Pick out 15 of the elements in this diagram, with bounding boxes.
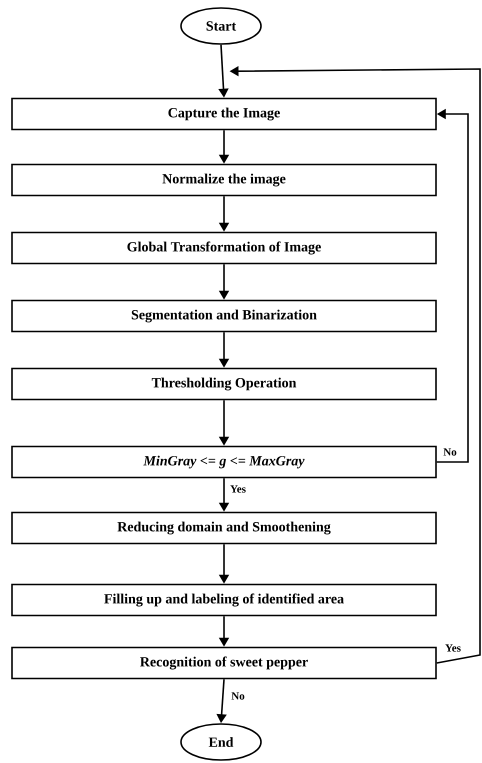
process-box: Segmentation and Binarization	[11, 300, 437, 332]
process-box: Filling up and labeling of identified area	[11, 584, 437, 616]
process-box: Normalize the image	[11, 164, 437, 196]
edge-label: Yes	[230, 485, 246, 493]
process-box: Capture the Image	[11, 98, 437, 130]
terminal-oval: End	[180, 723, 262, 761]
process-box: MinGray <= g <= MaxGray	[11, 446, 437, 478]
process-box: Global Transformation of Image	[11, 232, 437, 264]
edge-label: No	[443, 448, 456, 456]
process-box: Recognition of sweet pepper	[11, 646, 437, 680]
edge-label: No	[231, 692, 244, 700]
terminal-oval: Start	[180, 7, 262, 45]
process-box: Reducing domain and Smoothening	[11, 512, 437, 544]
process-box: Thresholding Operation	[11, 368, 437, 400]
edge-label: Yes	[445, 644, 461, 652]
